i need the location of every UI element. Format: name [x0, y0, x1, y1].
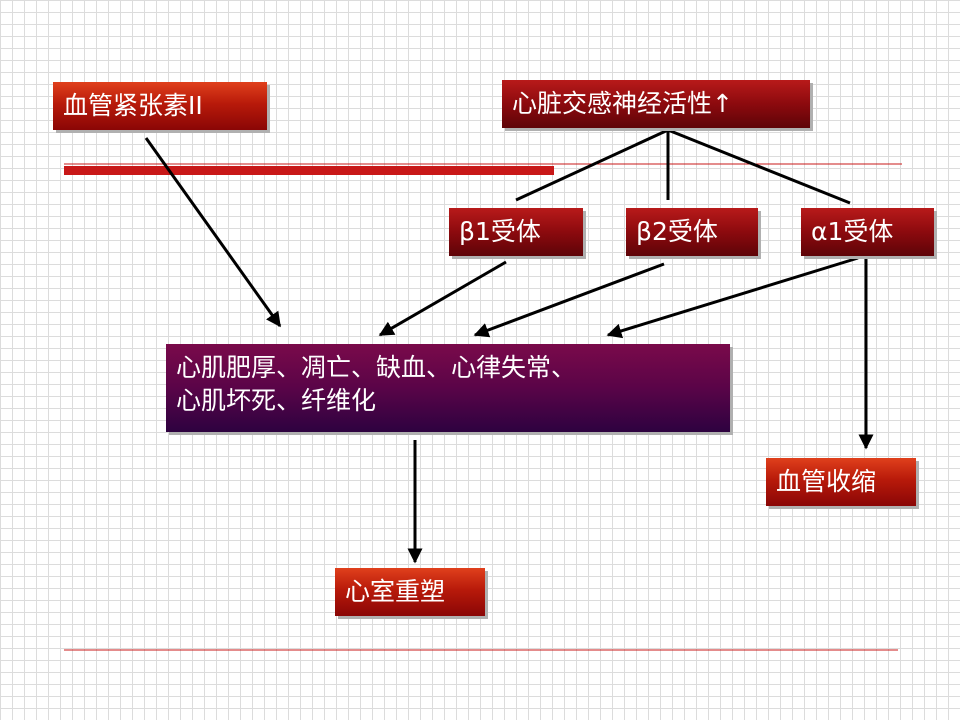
alpha1-receptor-label: α1受体 [811, 216, 894, 246]
beta2-receptor-label: β2受体 [636, 216, 718, 246]
arrow-angiotensin-to-myocardial [144, 137, 282, 328]
angiotensin-box: 血管紧张素II [53, 82, 267, 130]
myocardial-effects-line-2: 心肌坏死、纤维化 [176, 385, 377, 415]
ventricular-remodeling-box: 心室重塑 [335, 568, 485, 616]
alpha1-receptor-box: α1受体 [801, 208, 934, 256]
angiotensin-label: 血管紧张素II [63, 90, 203, 120]
beta2-receptor-box: β2受体 [626, 208, 758, 256]
vasoconstriction-label: 血管收缩 [776, 466, 877, 496]
beta1-receptor-box: β1受体 [449, 208, 583, 256]
arrows [144, 137, 874, 564]
myocardial-effects-line-1: 心肌肥厚、凋亡、缺血、心律失常、 [176, 353, 577, 382]
ventricular-remodeling-label: 心室重塑 [345, 576, 446, 606]
beta1-receptor-label: β1受体 [459, 216, 541, 246]
arrow-beta2-to-myocardial [473, 262, 665, 338]
sympathetic-branch-lines [515, 128, 851, 205]
arrow-alpha1-to-myocardial [606, 256, 859, 339]
top-divider-thick [64, 166, 554, 175]
myocardial-effects-box: 心肌肥厚、凋亡、缺血、心律失常、 心肌坏死、纤维化 [166, 344, 730, 432]
vasoconstriction-box: 血管收缩 [766, 458, 916, 506]
sympathetic-activity-box: 心脏交感神经活性↑ [502, 80, 810, 128]
sympathetic-activity-label: 心脏交感神经活性↑ [512, 88, 733, 118]
arrow-beta1-to-myocardial [378, 260, 507, 337]
